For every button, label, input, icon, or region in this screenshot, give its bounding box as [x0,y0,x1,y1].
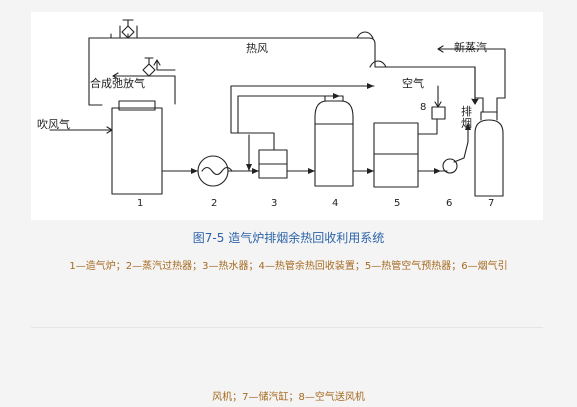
steam-drum-link [474,97,484,113]
flue-fan-housing [442,158,458,174]
unit-number-2: 2 [211,198,217,209]
syngas-vent-label: 合成弛放气 [90,76,145,90]
steam-out-arrow [437,45,444,53]
main-flow-arrow-2 [252,168,259,174]
syngas-vent-branch [156,59,176,71]
gas-furnace-top [118,100,156,111]
syngas-arrow-up [153,59,161,66]
syngas-arrow-left [112,72,119,80]
unit-number-5: 5 [394,198,400,209]
figure-caption: 图7-5 造气炉排烟余热回收利用系统 [192,231,385,245]
stack-arrow [465,123,471,130]
unit-number-7: 7 [488,198,494,209]
gas-furnace-body [111,107,163,195]
divider [31,327,543,328]
flue-fan-duct [453,141,469,163]
unit-number-8: 8 [420,102,426,113]
unit-number-1: 1 [137,198,143,209]
steam-out-line [437,48,506,99]
syngas-vent-line [112,75,176,105]
flue-gas-label-top: 排 [461,104,472,118]
air-inlet-arrow [434,101,442,108]
main-flow-arrow-5 [434,168,441,174]
blow-air-label: 吹风气 [37,117,70,131]
top-return-arrow [367,83,374,89]
legend-line-2: 风机；7—储汽缸；8—空气送风机 [212,392,365,403]
vent-valve-diamond [142,63,156,77]
air-label: 空气 [402,76,424,90]
steam-drum-right-link [496,97,506,113]
process-diagram: 吹风气 合成弛放气 热风 空气 新蒸汽 排 烟 1 2 3 4 5 6 7 8 [37,19,506,209]
hot-air-down-arrow [472,99,478,104]
air-preheater-to-blower [417,118,438,135]
legend-line-1: 1—造气炉；2—蒸汽过热器；3—热水器；4—热管余热回收装置；5—热管空气预热器… [69,261,508,272]
steam-drum-shell [474,119,504,197]
main-flow-arrow-3 [308,168,315,174]
hot-air-label: 热风 [246,42,268,55]
hot-air-header [88,37,476,105]
hot-air-loop [88,37,103,106]
inner-return-arrow [333,93,340,99]
new-steam-label: 新蒸汽 [454,40,487,54]
heater-feed-arrow [246,164,252,171]
inner-return-line [237,95,341,134]
blow-air-arrow [106,126,113,134]
air-blower-box [431,106,446,120]
unit-number-4: 4 [332,198,338,209]
top-valve-diamond [121,25,135,39]
heat-recovery-shell [314,100,354,187]
hot-air-jump-right [369,60,387,68]
water-heater-lower [258,163,288,179]
hot-air-jump-left [356,31,374,39]
air-preheater-body [373,122,419,188]
superheater-wave [201,166,233,176]
steam-drum-top [480,111,498,121]
figure-panel: 吹风气 合成弛放气 热风 空气 新蒸汽 排 烟 1 2 3 4 5 6 7 8 [31,12,543,220]
heater-top-return [230,85,375,151]
water-heater-upper [258,149,288,165]
unit-number-3: 3 [271,198,277,209]
flue-gas-label-bottom: 烟 [461,116,472,130]
unit-number-6: 6 [446,198,452,209]
main-flow-arrow-1 [191,168,198,174]
main-flow-arrow-4 [367,168,374,174]
